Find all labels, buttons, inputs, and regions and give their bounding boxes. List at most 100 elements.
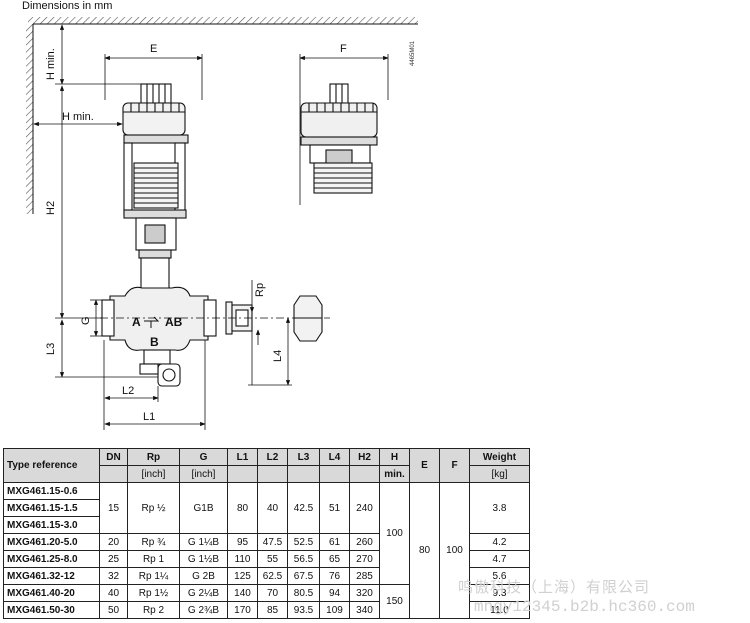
dimensions-table: Type reference DN Rp G L1 L2 L3 L4 H2 H … — [3, 448, 530, 619]
cell-dn: 32 — [99, 567, 128, 585]
unit-l4 — [319, 465, 350, 483]
dimensions-caption: Dimensions in mm — [22, 0, 113, 12]
cell-l2: 70 — [257, 584, 288, 602]
cell-l4: 61 — [319, 533, 350, 551]
header-l1: L1 — [227, 448, 258, 466]
cell-ref: MXG461.32-12 — [3, 567, 100, 585]
header-l2: L2 — [257, 448, 288, 466]
table-unit-row: [inch] [inch] min. [kg] — [4, 465, 530, 483]
cell-l1: 125 — [227, 567, 258, 585]
cell-f: 100 — [439, 482, 470, 619]
dim-label-e: E — [150, 43, 157, 55]
cell-weight: 4.2 — [469, 533, 530, 551]
table-header-row: Type reference DN Rp G L1 L2 L3 L4 H2 H … — [3, 448, 530, 483]
watermark-site: mngy12345.b2b.hc360.com — [474, 598, 695, 616]
header-e: E — [409, 448, 440, 483]
table-row: MXG461.40-20 40 Rp 1½ G 2¼B 140 70 80.5 … — [3, 584, 530, 619]
port-a-label: A — [132, 315, 141, 329]
cell-h-min-b: 150 — [379, 584, 410, 619]
header-rp: Rp — [127, 448, 180, 466]
cell-dn: 20 — [99, 533, 128, 551]
valve-dimension-drawing: 4465M01 — [26, 17, 418, 430]
cell-l4: 51 — [319, 482, 350, 534]
header-l4: L4 — [319, 448, 350, 466]
cell-ref: MXG461.15-3.0 — [3, 516, 100, 534]
cell-weight: 11.0 — [469, 601, 530, 619]
cell-l2: 47.5 — [257, 533, 288, 551]
cell-rp: Rp 1½ — [127, 584, 180, 602]
cell-l2: 40 — [257, 482, 288, 534]
cell-rp: Rp ½ — [127, 482, 180, 534]
part-number: 4465M01 — [410, 40, 416, 66]
cell-l4: 65 — [319, 550, 350, 568]
header-dn: DN — [99, 448, 128, 466]
table-row: MXG461.50-30 50 Rp 2 G 2¾B 170 85 93.5 1… — [3, 601, 530, 619]
cell-l1: 170 — [227, 601, 258, 619]
cell-l3: 56.5 — [287, 550, 320, 568]
table-row: MXG461.20-5.0 20 Rp ¾ G 1¼B 95 47.5 52.5… — [3, 533, 530, 551]
dim-label-h2: H2 — [45, 201, 57, 215]
header-h2: H2 — [349, 448, 380, 466]
watermark-company: 鸣傲科技（上海）有限公司 — [458, 578, 651, 596]
cell-rp: Rp 1 — [127, 550, 180, 568]
unit-g: [inch] — [179, 465, 228, 483]
cell-h2: 340 — [349, 601, 380, 619]
unit-l1 — [227, 465, 258, 483]
cell-dn: 15 — [99, 482, 128, 534]
cell-dn: 25 — [99, 550, 128, 568]
cell-l3: 52.5 — [287, 533, 320, 551]
dim-label-l1: L1 — [143, 411, 155, 423]
dimension-lines — [33, 24, 389, 430]
cell-l3: 67.5 — [287, 567, 320, 585]
header-weight: Weight — [469, 448, 530, 466]
cell-l2: 55 — [257, 550, 288, 568]
cell-g: G 2B — [179, 567, 228, 585]
valve-side-view — [300, 83, 378, 194]
cell-l3: 42.5 — [287, 482, 320, 534]
dim-label-l4: L4 — [272, 350, 284, 362]
dim-label-g: G — [80, 316, 92, 325]
cell-ref: MXG461.50-30 — [3, 601, 100, 619]
cell-l1: 140 — [227, 584, 258, 602]
dim-label-rp: Rp — [254, 283, 266, 297]
cell-l3: 80.5 — [287, 584, 320, 602]
dim-label-f: F — [340, 43, 347, 55]
fittings — [225, 295, 323, 342]
unit-weight: [kg] — [469, 465, 530, 483]
header-type-reference: Type reference — [3, 448, 100, 483]
cell-weight: 3.8 — [469, 482, 530, 534]
wall-hatch — [26, 17, 418, 214]
header-h: H — [379, 448, 410, 466]
cell-h-min-a: 100 — [379, 482, 410, 585]
unit-rp: [inch] — [127, 465, 180, 483]
cell-dn: 40 — [99, 584, 128, 602]
dim-label-l2: L2 — [122, 385, 134, 397]
cell-ref: MXG461.25-8.0 — [3, 550, 100, 568]
unit-l2 — [257, 465, 288, 483]
cell-l3: 93.5 — [287, 601, 320, 619]
cell-ref: MXG461.40-20 — [3, 584, 100, 602]
cell-rp: Rp ¾ — [127, 533, 180, 551]
cell-h2: 285 — [349, 567, 380, 585]
cell-l2: 85 — [257, 601, 288, 619]
cell-h2: 270 — [349, 550, 380, 568]
dim-label-l3: L3 — [45, 343, 57, 355]
cell-l1: 80 — [227, 482, 258, 534]
cell-ref: MXG461.20-5.0 — [3, 533, 100, 551]
cell-g: G 1½B — [179, 550, 228, 568]
cell-h2: 320 — [349, 584, 380, 602]
cell-g: G 2¼B — [179, 584, 228, 602]
cell-g: G 2¾B — [179, 601, 228, 619]
header-f: F — [439, 448, 470, 483]
cell-weight: 4.7 — [469, 550, 530, 568]
cell-rp: Rp 1¼ — [127, 567, 180, 585]
unit-h2 — [349, 465, 380, 483]
cell-rp: Rp 2 — [127, 601, 180, 619]
cell-ref: MXG461.15-0.6 — [3, 482, 100, 500]
valve-front-view — [101, 83, 217, 387]
unit-h: min. — [379, 465, 410, 483]
table-row: MXG461.25-8.0 25 Rp 1 G 1½B 110 55 56.5 … — [3, 550, 530, 568]
cell-h2: 240 — [349, 482, 380, 534]
cell-l1: 95 — [227, 533, 258, 551]
dim-label-h-min-horizontal: H min. — [62, 111, 94, 123]
